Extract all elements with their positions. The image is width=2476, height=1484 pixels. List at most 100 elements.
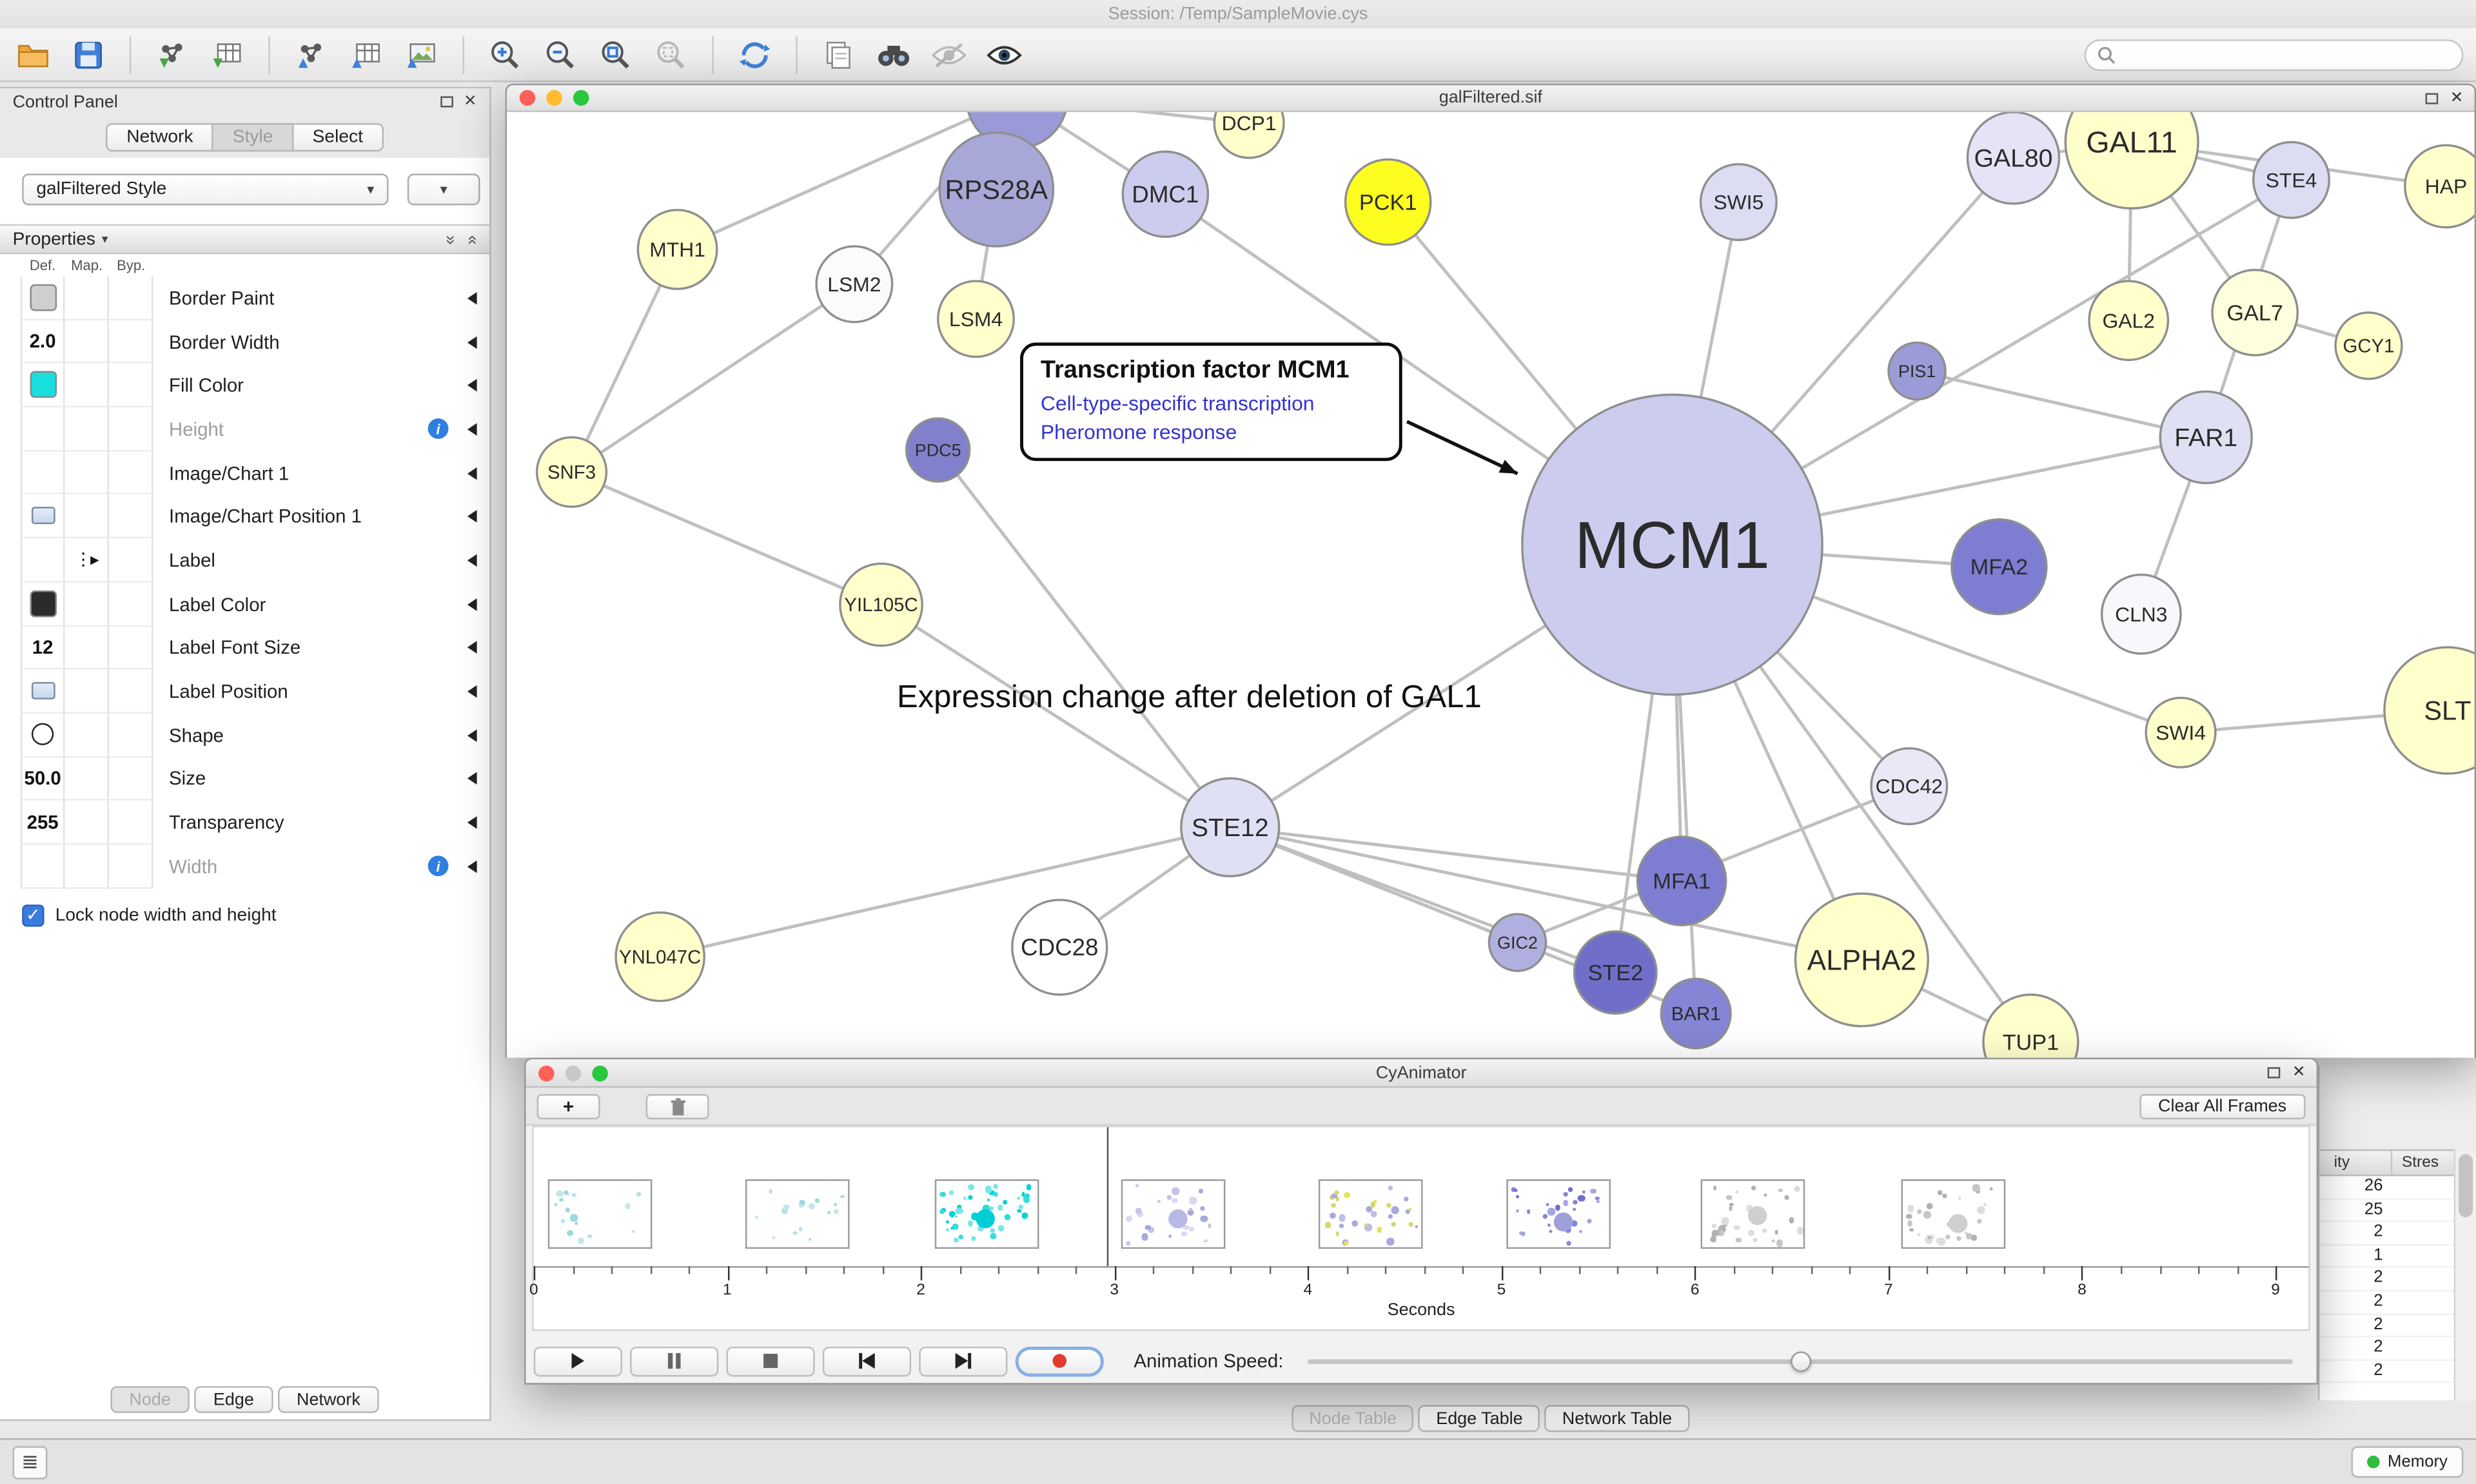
open-session-button[interactable] xyxy=(13,34,54,75)
expand-arrow-icon[interactable] xyxy=(467,510,477,523)
first-neighbors-button[interactable] xyxy=(873,34,914,75)
network-node[interactable] xyxy=(2100,573,2182,655)
mapping-cell[interactable] xyxy=(64,669,109,714)
lock-size-row[interactable]: ✓ Lock node width and height xyxy=(22,904,489,926)
slider-handle[interactable] xyxy=(1790,1351,1811,1371)
bypass-cell[interactable] xyxy=(108,538,153,583)
zoom-in-button[interactable] xyxy=(485,34,526,75)
style-property-row[interactable]: Image/Chart 1 xyxy=(20,451,489,495)
default-value-cell[interactable]: 12 xyxy=(20,626,65,670)
network-edge[interactable] xyxy=(1230,825,1682,883)
style-property-row[interactable]: Label Color xyxy=(20,582,489,627)
bypass-cell[interactable] xyxy=(108,451,153,495)
network-node[interactable] xyxy=(938,132,1055,248)
default-value-cell[interactable] xyxy=(20,407,65,451)
expand-arrow-icon[interactable] xyxy=(467,291,477,305)
mapping-cell[interactable] xyxy=(64,320,109,364)
default-value-cell[interactable] xyxy=(20,669,65,714)
network-edge[interactable] xyxy=(1230,825,1862,962)
bypass-cell[interactable] xyxy=(108,845,153,888)
default-value-cell[interactable] xyxy=(20,713,65,757)
float-window-icon[interactable] xyxy=(2424,92,2438,104)
expand-arrow-icon[interactable] xyxy=(467,816,477,829)
expand-arrow-icon[interactable] xyxy=(467,641,477,654)
frame-thumbnail[interactable] xyxy=(547,1179,653,1249)
bypass-cell[interactable] xyxy=(108,320,153,364)
bypass-cell[interactable] xyxy=(108,757,153,801)
default-value-cell[interactable] xyxy=(20,451,65,495)
table-row[interactable]: 2 xyxy=(2319,1338,2454,1361)
style-property-row[interactable]: Image/Chart Position 1 xyxy=(20,494,489,539)
export-image-button[interactable] xyxy=(401,34,442,75)
color-swatch[interactable] xyxy=(29,284,56,311)
network-node[interactable] xyxy=(1121,150,1210,239)
frame-thumbnail[interactable] xyxy=(1700,1179,1805,1249)
expand-arrow-icon[interactable] xyxy=(467,335,477,349)
scrollbar-thumb[interactable] xyxy=(2459,1154,2473,1218)
frame-thumbnail[interactable] xyxy=(934,1179,1039,1249)
expand-arrow-icon[interactable] xyxy=(467,423,477,436)
tab-select[interactable]: Select xyxy=(293,122,384,151)
network-edge[interactable] xyxy=(1916,369,2206,439)
network-node[interactable] xyxy=(839,562,923,647)
memory-button[interactable]: Memory xyxy=(2351,1446,2464,1478)
add-frame-button[interactable]: + xyxy=(536,1093,600,1119)
stop-button[interactable] xyxy=(726,1345,815,1376)
frame-thumbnail[interactable] xyxy=(745,1179,850,1249)
zoom-fit-button[interactable] xyxy=(595,34,636,75)
table-row[interactable]: 2 xyxy=(2319,1314,2454,1338)
mapping-cell[interactable] xyxy=(64,407,109,451)
tab-node-table[interactable]: Node Table xyxy=(1292,1405,1414,1432)
minimize-button[interactable] xyxy=(565,1064,582,1081)
style-property-row[interactable]: ⋮▸Label xyxy=(20,538,489,583)
bypass-cell[interactable] xyxy=(108,669,153,714)
import-network-button[interactable] xyxy=(152,34,193,75)
default-value-cell[interactable] xyxy=(20,364,65,407)
network-node[interactable] xyxy=(2252,141,2330,219)
network-node[interactable] xyxy=(1488,913,1548,972)
network-node[interactable] xyxy=(1699,162,1778,241)
network-node[interactable] xyxy=(1636,835,1727,926)
table-row[interactable]: 26 xyxy=(2319,1176,2454,1200)
annotation-link[interactable]: Cell-type-specific transcription xyxy=(1040,391,1315,416)
annotation-link[interactable]: Pheromone response xyxy=(1040,420,1237,444)
network-node[interactable] xyxy=(1870,747,1949,826)
playhead[interactable] xyxy=(1106,1127,1109,1267)
network-node[interactable] xyxy=(936,280,1015,358)
mapping-cell[interactable] xyxy=(64,757,109,801)
frame-thumbnail[interactable] xyxy=(1318,1179,1423,1249)
mapping-cell[interactable] xyxy=(64,713,109,757)
mapping-cell[interactable] xyxy=(64,845,109,888)
network-node[interactable] xyxy=(905,417,971,483)
mapping-cell[interactable] xyxy=(64,494,109,539)
network-node[interactable] xyxy=(614,911,705,1002)
expand-arrow-icon[interactable] xyxy=(467,466,477,480)
network-node[interactable] xyxy=(815,245,894,324)
zoom-out-button[interactable] xyxy=(540,34,582,75)
network-node[interactable] xyxy=(2145,696,2217,768)
hide-details-button[interactable] xyxy=(928,34,970,75)
network-node[interactable] xyxy=(1011,899,1108,996)
bypass-cell[interactable] xyxy=(108,801,153,845)
frame-thumbnail[interactable] xyxy=(1506,1179,1611,1249)
tab-network-style[interactable]: Network xyxy=(277,1386,380,1413)
table-scrollbar[interactable] xyxy=(2453,1149,2476,1401)
tab-network[interactable]: Network xyxy=(106,122,214,151)
console-button[interactable]: ≣ xyxy=(12,1445,48,1479)
default-value-cell[interactable]: 255 xyxy=(20,801,65,845)
default-value-cell[interactable] xyxy=(20,494,65,539)
close-panel-icon[interactable]: ✕ xyxy=(464,93,477,111)
close-window-icon[interactable]: ✕ xyxy=(2292,1064,2306,1082)
default-value-cell[interactable] xyxy=(20,845,65,888)
network-node[interactable] xyxy=(1521,393,1823,696)
mapping-cell[interactable]: ⋮▸ xyxy=(64,538,109,583)
network-node[interactable] xyxy=(2404,144,2475,229)
network-edge[interactable] xyxy=(1017,112,1250,125)
bypass-cell[interactable] xyxy=(108,494,153,539)
save-session-button[interactable] xyxy=(68,34,109,75)
table-column-header[interactable]: Stres xyxy=(2401,1154,2439,1172)
zoom-selected-button[interactable] xyxy=(651,34,692,75)
